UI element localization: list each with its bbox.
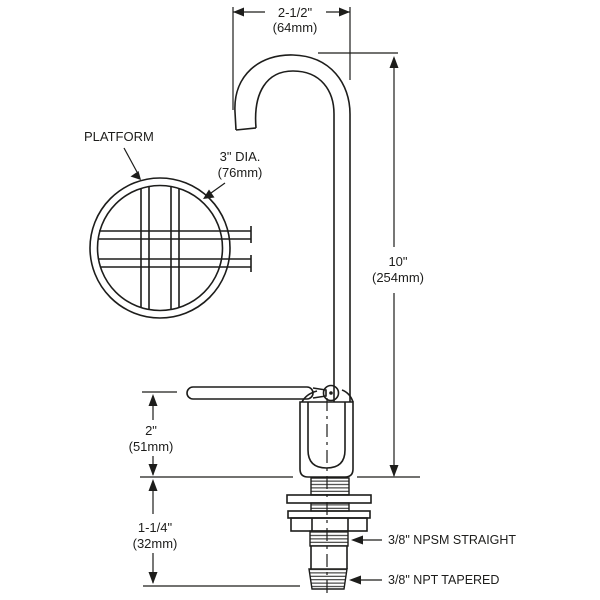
arrowhead xyxy=(130,171,141,180)
counter-reference-line xyxy=(140,476,420,587)
dimension-spout-reach: 2-1/2" (64mm) xyxy=(232,5,351,110)
platform-inner-rim xyxy=(96,184,224,312)
arrowhead-left xyxy=(349,575,361,585)
spout-outlet xyxy=(235,127,257,131)
callout-npsm: 3/8" NPSM STRAIGHT xyxy=(351,533,516,547)
locknut-flange xyxy=(287,510,371,519)
handle-pivot xyxy=(322,384,340,402)
callout-npt: 3/8" NPT TAPERED xyxy=(349,573,499,587)
arrowhead-down xyxy=(389,465,399,477)
arrowhead-up xyxy=(148,394,158,406)
washer xyxy=(286,494,372,504)
npsm-thread xyxy=(309,530,349,547)
npt-thread xyxy=(308,568,348,590)
handle-height-value: 2" xyxy=(145,423,157,438)
arrowhead-left xyxy=(351,535,363,545)
platform-outer-rim xyxy=(89,177,231,319)
shank-body xyxy=(310,546,348,569)
dimension-shank-length: 1-1/4" (32mm) xyxy=(133,479,178,584)
arrowhead-up xyxy=(389,56,399,68)
arrowhead-right xyxy=(339,7,350,17)
callout-platform: PLATFORM xyxy=(84,129,154,180)
height-metric: (254mm) xyxy=(372,270,424,285)
shank-length-metric: (32mm) xyxy=(133,536,178,551)
callout-diameter: 3" DIA. (76mm) xyxy=(203,149,262,199)
platform-top-view xyxy=(89,177,252,319)
spout-reach-metric: (64mm) xyxy=(273,20,318,35)
npsm-label: 3/8" NPSM STRAIGHT xyxy=(388,533,516,547)
spout-reach-value: 2-1/2" xyxy=(278,5,313,20)
npt-label: 3/8" NPT TAPERED xyxy=(388,573,499,587)
diameter-metric: (76mm) xyxy=(218,165,263,180)
hex-locknut xyxy=(290,517,368,532)
arrowhead xyxy=(203,189,215,199)
handle-height-metric: (51mm) xyxy=(129,439,174,454)
arrowhead-down xyxy=(148,464,158,476)
dimension-overall-height: 10" (254mm) xyxy=(318,52,424,477)
arrowhead-up xyxy=(148,479,158,491)
arrowhead-left xyxy=(233,7,244,17)
shank-length-value: 1-1/4" xyxy=(138,520,173,535)
platform-label: PLATFORM xyxy=(84,129,154,144)
height-value: 10" xyxy=(388,254,407,269)
upper-thread xyxy=(310,477,350,496)
diameter-value: 3" DIA. xyxy=(220,149,261,164)
gooseneck-spout xyxy=(234,54,351,402)
mounting-shank xyxy=(286,477,372,590)
mid-thread xyxy=(310,502,350,512)
arrowhead-down xyxy=(148,572,158,584)
dimension-handle-height: 2" (51mm) xyxy=(129,391,177,476)
handle-lever xyxy=(186,384,340,402)
